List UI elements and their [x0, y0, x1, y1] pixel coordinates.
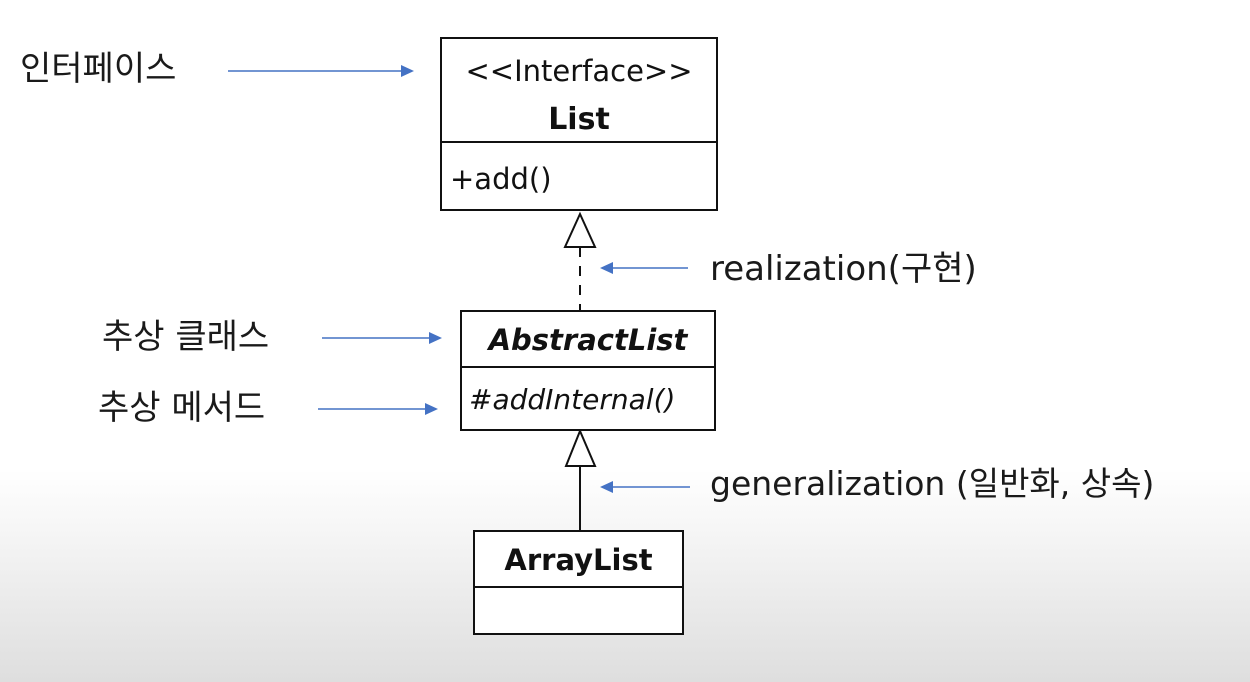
class-array-list: ArrayList — [473, 530, 684, 635]
class-list-header: <<Interface>> List — [442, 39, 716, 143]
abstract-class-pointer-head — [429, 332, 442, 344]
class-list-stereotype: <<Interface>> — [465, 54, 693, 88]
class-abstract-list-name: AbstractList — [488, 323, 688, 357]
generalization-pointer-head — [600, 481, 613, 493]
label-abstract-method: 추상 메서드 — [98, 388, 266, 428]
class-abstract-list: AbstractList #addInternal() — [460, 310, 716, 431]
pointer-arrows — [228, 65, 690, 493]
label-generalization: generalization (일반화, 상속) — [710, 464, 1155, 503]
interface-pointer-head — [401, 65, 414, 77]
class-abstract-list-method: #addInternal() — [469, 383, 676, 416]
class-abstract-list-header: AbstractList — [462, 312, 714, 368]
realization-pointer-head — [600, 262, 613, 274]
realization-triangle — [563, 211, 597, 248]
class-list-name: List — [548, 102, 610, 137]
generalization-triangle — [564, 428, 597, 467]
abstract-method-pointer-head — [425, 403, 438, 415]
class-list-method: +add() — [450, 162, 552, 196]
label-realization: realization(구현) — [710, 249, 977, 289]
class-list: <<Interface>> List +add() — [440, 37, 718, 211]
class-array-list-name: ArrayList — [504, 543, 653, 577]
class-array-list-header: ArrayList — [475, 532, 682, 588]
label-abstract-class: 추상 클래스 — [102, 317, 270, 357]
label-interface: 인터페이스 — [20, 49, 177, 89]
